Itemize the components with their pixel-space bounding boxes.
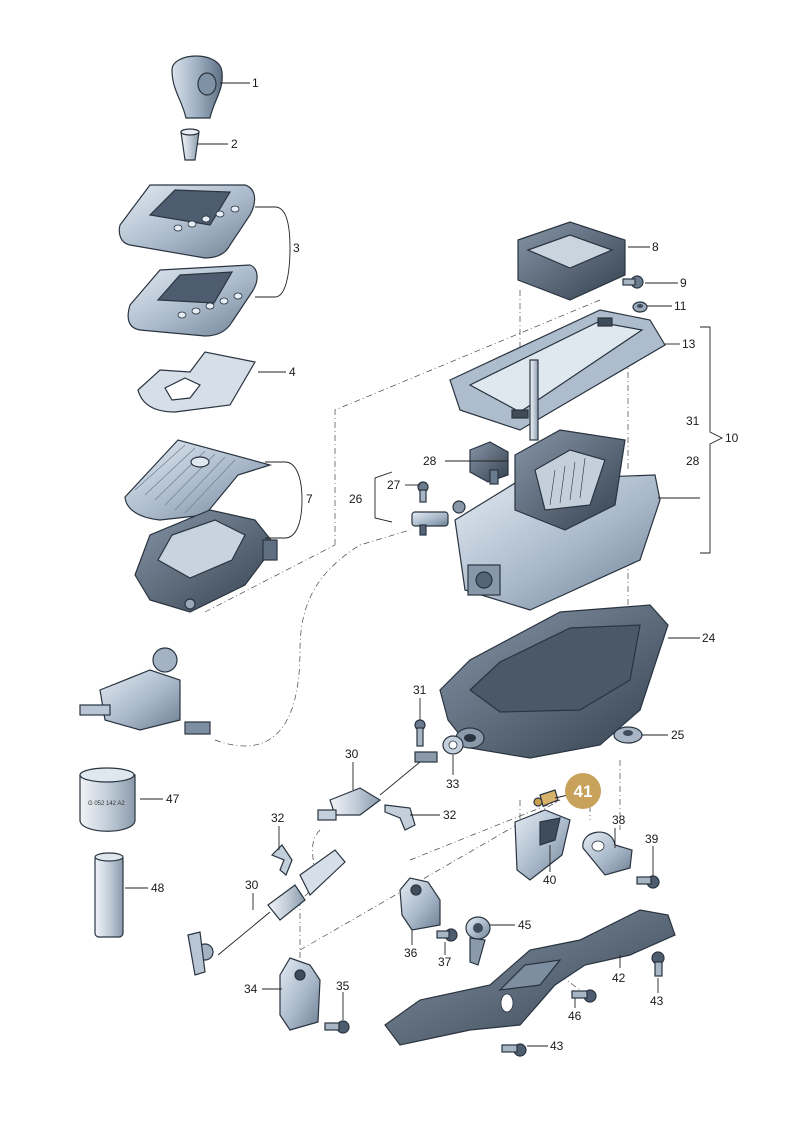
switch-26 xyxy=(411,500,466,536)
shift-cover-lower xyxy=(127,264,258,337)
knob-sleeve xyxy=(180,128,200,161)
highlight-badge-41: 41 xyxy=(565,773,601,809)
screw-41 xyxy=(533,789,559,807)
top-bracket xyxy=(517,221,626,301)
bracket-38 xyxy=(582,831,633,876)
label-8: 8 xyxy=(652,240,659,254)
crossmember-42 xyxy=(384,909,676,1046)
bracket-36 xyxy=(399,877,441,931)
label-27: 27 xyxy=(387,478,401,492)
bracket-34 xyxy=(279,957,321,1031)
label-39: 39 xyxy=(645,832,659,846)
bolt-46 xyxy=(571,989,597,1003)
brace-7 xyxy=(265,461,303,539)
label-35: 35 xyxy=(336,979,350,993)
bracket-40 xyxy=(514,809,571,881)
label-43-right: 43 xyxy=(650,994,664,1008)
label-32-lower: 32 xyxy=(271,811,285,825)
label-2: 2 xyxy=(231,137,238,151)
label-25: 25 xyxy=(671,728,685,742)
label-26: 26 xyxy=(349,492,363,506)
housing-tray xyxy=(439,604,669,759)
label-30-lower: 30 xyxy=(245,878,259,892)
brace-26 xyxy=(374,471,393,523)
cover-gasket xyxy=(137,351,256,413)
clip-32-upper xyxy=(384,804,416,831)
trim-cover xyxy=(124,439,273,521)
cable-30-upper xyxy=(317,751,438,821)
nut-11 xyxy=(632,301,648,313)
label-13: 13 xyxy=(682,337,696,351)
label-4: 4 xyxy=(289,365,296,379)
grommet-25 xyxy=(613,726,643,744)
brace-10 xyxy=(700,326,724,554)
selector-mechanism xyxy=(454,359,661,611)
shift-cover-upper xyxy=(118,184,256,259)
label-34: 34 xyxy=(244,982,258,996)
bush-45 xyxy=(465,916,491,966)
label-38: 38 xyxy=(612,813,626,827)
label-33: 33 xyxy=(446,777,460,791)
cable-30-lower xyxy=(187,849,346,976)
bolt-43-lower xyxy=(501,1043,527,1057)
label-32-upper: 32 xyxy=(443,808,457,822)
label-11: 11 xyxy=(674,299,687,313)
label-31-bracket: 31 xyxy=(686,414,700,428)
label-24: 24 xyxy=(702,631,716,645)
gate-plate xyxy=(449,309,666,431)
label-7: 7 xyxy=(306,492,313,506)
label-47: 47 xyxy=(166,792,180,806)
screw-37 xyxy=(436,928,458,942)
solenoid-28 xyxy=(469,441,509,485)
label-48: 48 xyxy=(151,881,165,895)
screw-9 xyxy=(622,275,644,289)
bolt-43-right xyxy=(651,951,665,977)
screw-27 xyxy=(417,481,429,503)
label-31-screw: 31 xyxy=(413,683,427,697)
grease-tube-48 xyxy=(94,852,124,938)
label-46: 46 xyxy=(568,1009,582,1023)
label-30-upper: 30 xyxy=(345,747,359,761)
label-10: 10 xyxy=(725,431,739,445)
screw-39 xyxy=(636,875,660,889)
grease-tub-47: G 052 142 A2 xyxy=(79,767,136,832)
clip-32-lower xyxy=(270,844,293,876)
brace-3 xyxy=(255,206,291,298)
label-9: 9 xyxy=(680,276,687,290)
leader-lines xyxy=(125,82,700,1047)
screw-31 xyxy=(414,719,426,747)
lock-cylinder-assembly xyxy=(79,647,211,735)
screw-35 xyxy=(324,1020,350,1034)
label-45: 45 xyxy=(518,918,532,932)
part-labels: 1 2 3 4 7 8 9 10 11 13 24 25 26 27 28 28… xyxy=(151,76,739,1053)
gear-knob xyxy=(171,55,223,119)
label-40: 40 xyxy=(543,873,557,887)
washer-33 xyxy=(442,735,464,755)
label-28-bracket: 28 xyxy=(686,454,700,468)
label-43-lower: 43 xyxy=(550,1039,564,1053)
label-42: 42 xyxy=(612,971,626,985)
selector-housing xyxy=(134,509,278,613)
label-3: 3 xyxy=(293,241,300,255)
label-36: 36 xyxy=(404,946,418,960)
label-1: 1 xyxy=(252,76,259,90)
label-41: 41 xyxy=(574,782,593,801)
svg-text:G 052 142 A2: G 052 142 A2 xyxy=(88,801,125,807)
label-37: 37 xyxy=(438,955,452,969)
label-28-solenoid: 28 xyxy=(423,454,437,468)
